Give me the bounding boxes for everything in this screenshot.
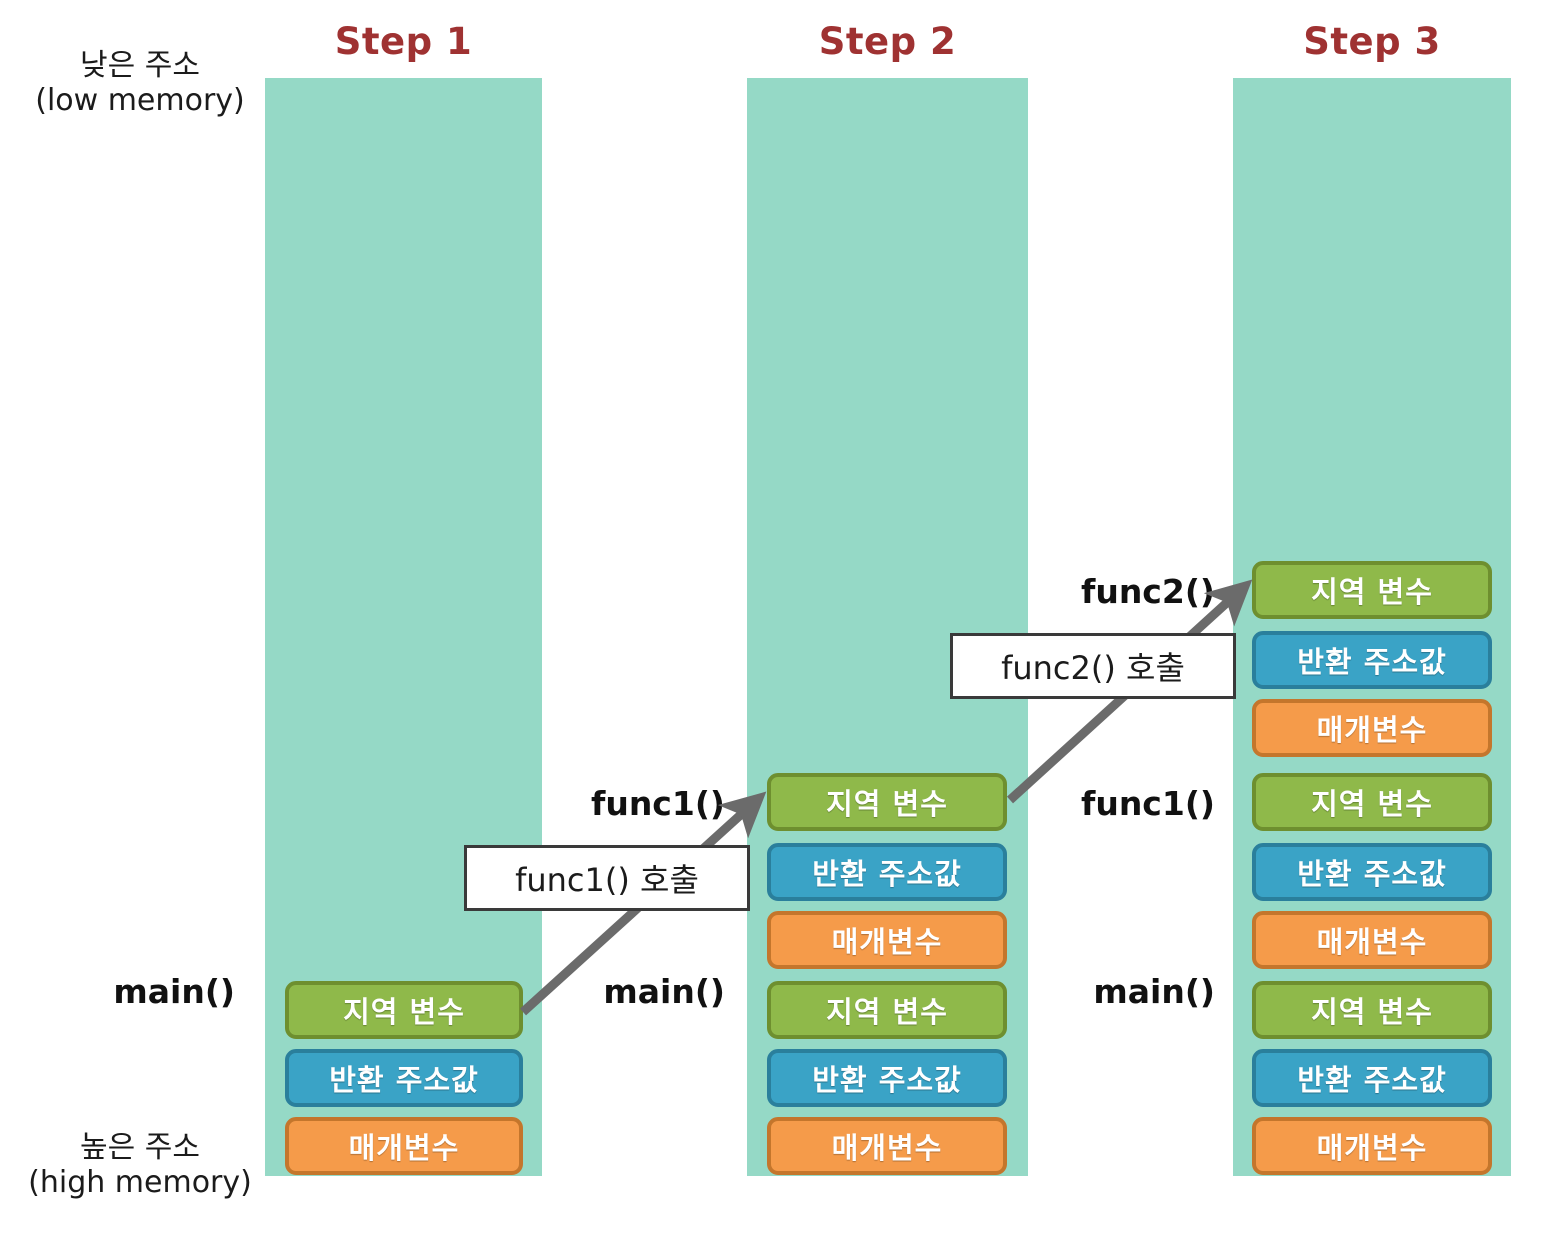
block-step2-main-parameter: 매개변수 — [767, 1117, 1007, 1175]
frame-label-step2-func1: func1() — [590, 784, 725, 823]
block-step1-main-return-address: 반환 주소값 — [285, 1049, 523, 1107]
high-memory-korean: 높은 주소 — [80, 1130, 200, 1165]
low-memory-korean: 낮은 주소 — [80, 48, 200, 83]
frame-label-step3-func2: func2() — [1080, 572, 1215, 611]
step-1-title: Step 1 — [334, 20, 473, 63]
low-memory-annotation: 낮은 주소 (low memory) — [20, 48, 260, 119]
block-step2-func1-local: 지역 변수 — [767, 773, 1007, 831]
block-step3-func1-local: 지역 변수 — [1252, 773, 1492, 831]
block-step1-main-parameter: 매개변수 — [285, 1117, 523, 1175]
block-step3-func1-parameter: 매개변수 — [1252, 911, 1492, 969]
frame-label-step3-main: main() — [1093, 972, 1215, 1011]
callout-func2-call: func2() 호출 — [950, 633, 1236, 699]
low-memory-english: (low memory) — [35, 83, 245, 119]
block-step2-func1-parameter: 매개변수 — [767, 911, 1007, 969]
high-memory-english: (high memory) — [28, 1165, 252, 1201]
block-step1-main-local: 지역 변수 — [285, 981, 523, 1039]
block-step2-main-return-address: 반환 주소값 — [767, 1049, 1007, 1107]
block-step3-func2-local: 지역 변수 — [1252, 561, 1492, 619]
frame-label-step1-main: main() — [113, 972, 235, 1011]
high-memory-annotation: 높은 주소 (high memory) — [20, 1130, 260, 1201]
step-2-title: Step 2 — [818, 20, 957, 63]
block-step3-main-local: 지역 변수 — [1252, 981, 1492, 1039]
frame-label-step2-main: main() — [603, 972, 725, 1011]
block-step2-main-local: 지역 변수 — [767, 981, 1007, 1039]
callout-func1-call: func1() 호출 — [464, 845, 750, 911]
block-step3-main-parameter: 매개변수 — [1252, 1117, 1492, 1175]
block-step3-main-return-address: 반환 주소값 — [1252, 1049, 1492, 1107]
step-3-title: Step 3 — [1303, 20, 1441, 63]
block-step3-func2-parameter: 매개변수 — [1252, 699, 1492, 757]
block-step3-func2-return-address: 반환 주소값 — [1252, 631, 1492, 689]
frame-label-step3-func1: func1() — [1080, 784, 1215, 823]
block-step3-func1-return-address: 반환 주소값 — [1252, 843, 1492, 901]
block-step2-func1-return-address: 반환 주소값 — [767, 843, 1007, 901]
